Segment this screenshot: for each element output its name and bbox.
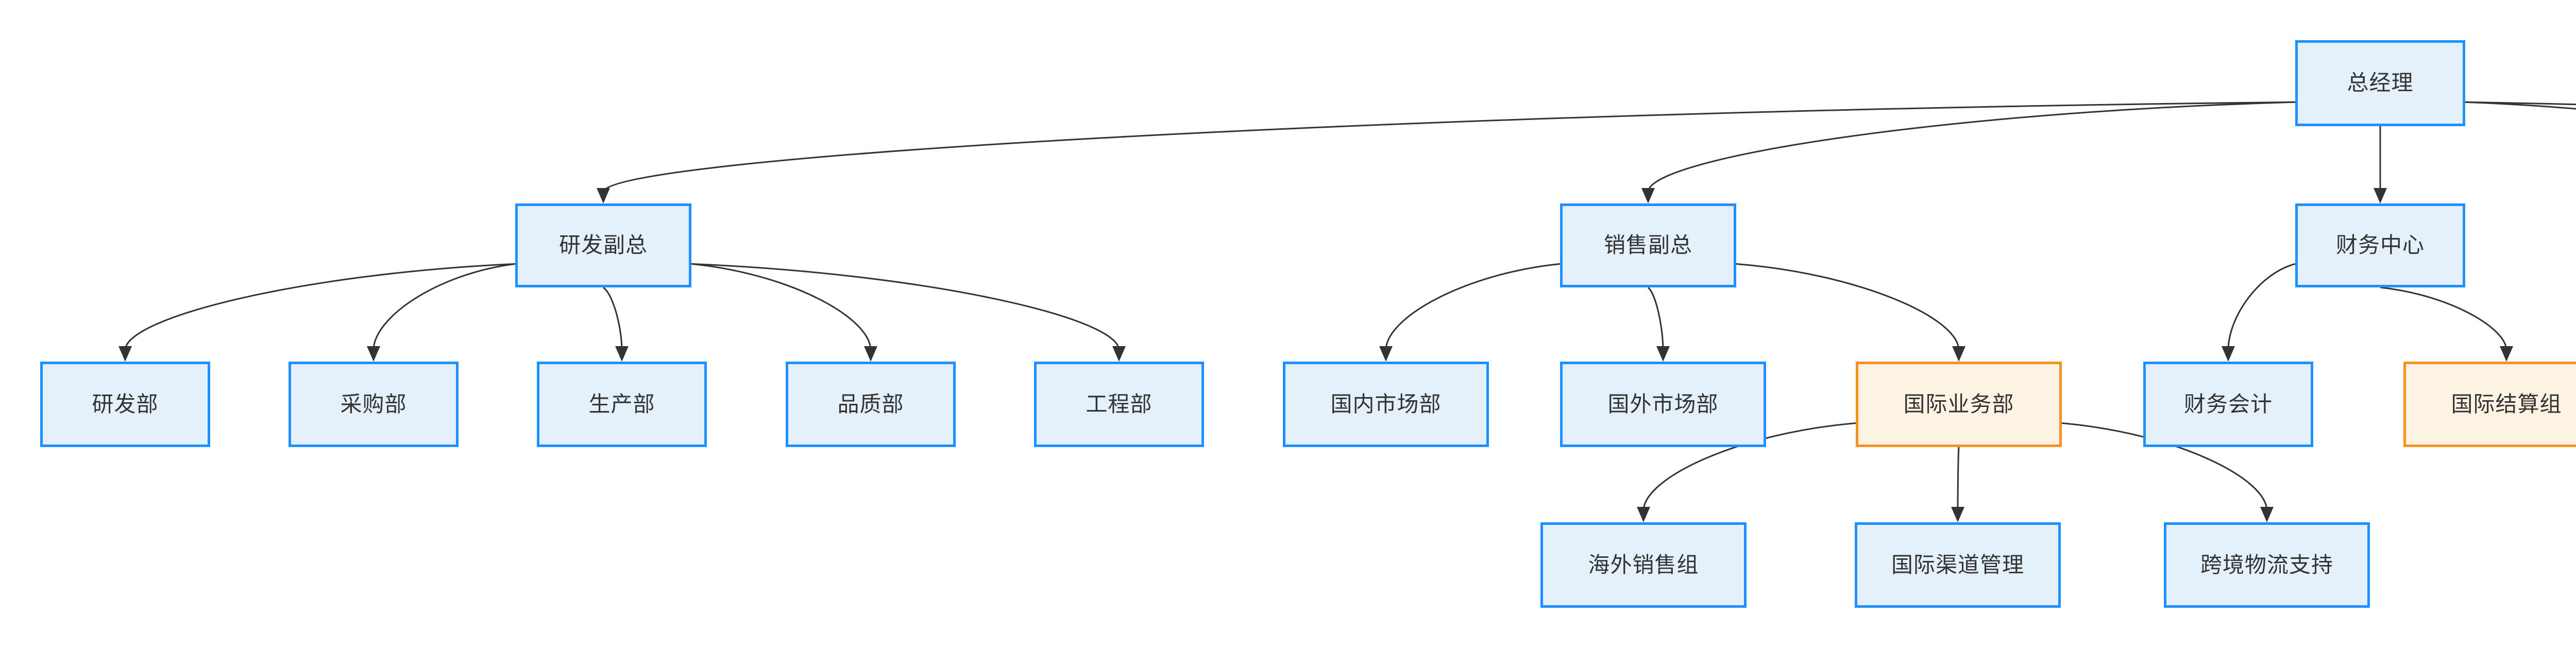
org-node-intl_biz[interactable]: 国际业务部 [1856, 362, 2062, 447]
org-edge-arrow-sales_vp-to-dom_market [1379, 346, 1393, 362]
org-node-label: 财务中心 [2335, 233, 2425, 258]
org-edge-arrow-sales_vp-to-intl_biz [1952, 346, 1965, 362]
org-node-rd_vp[interactable]: 研发副总 [515, 203, 691, 287]
org-node-dom_market[interactable]: 国内市场部 [1283, 362, 1489, 447]
org-node-label: 国内市场部 [1330, 391, 1442, 416]
org-edge-arrow-rd_vp-to-rd_dept [118, 346, 132, 362]
org-edge-gm-to-admin_hr [2465, 101, 2576, 110]
org-edge-arrow-intl_biz-to-overseas_sales [1637, 507, 1650, 522]
org-node-label: 国际业务部 [1903, 391, 2014, 416]
org-node-label: 跨境物流支持 [2200, 552, 2333, 577]
org-edge-arrow-rd_vp-to-production [615, 346, 629, 362]
org-edge-gm-to-strategy [2465, 101, 2576, 106]
org-node-cross_logi[interactable]: 跨境物流支持 [2164, 522, 2370, 608]
org-node-label: 海外销售组 [1588, 552, 1699, 577]
org-edge-arrow-intl_biz-to-intl_channel [1951, 507, 1964, 522]
org-edge-rd_vp-to-production [603, 286, 623, 351]
org-node-label: 总经理 [2347, 71, 2414, 95]
org-edge-intl_biz-to-intl_channel [1957, 447, 1960, 511]
org-node-label: 生产部 [588, 391, 655, 416]
org-edge-arrow-gm-to-finance_ctr [2374, 188, 2387, 203]
org-edge-arrow-rd_vp-to-quality [864, 346, 877, 362]
org-node-label: 财务会计 [2183, 391, 2273, 416]
org-node-quality[interactable]: 品质部 [786, 362, 956, 447]
org-node-production[interactable]: 生产部 [537, 362, 707, 447]
org-edge-rd_vp-to-quality [691, 263, 872, 351]
org-edge-arrow-finance_ctr-to-fin_acct [2222, 346, 2235, 362]
org-edge-sales_vp-to-dom_market [1385, 263, 1561, 351]
org-node-engineering[interactable]: 工程部 [1034, 362, 1204, 447]
org-edge-finance_ctr-to-intl_settle [2380, 286, 2507, 351]
org-edge-sales_vp-to-intl_market [1647, 286, 1664, 351]
org-edge-arrow-finance_ctr-to-intl_settle [2500, 346, 2513, 362]
org-node-label: 国际结算组 [2451, 391, 2562, 416]
org-edge-arrow-gm-to-rd_vp [597, 188, 610, 203]
org-edge-rd_vp-to-rd_dept [124, 263, 516, 351]
org-node-label: 研发副总 [558, 233, 648, 258]
org-node-rd_dept[interactable]: 研发部 [40, 362, 210, 447]
org-node-sales_vp[interactable]: 销售副总 [1560, 203, 1736, 287]
org-edge-arrow-gm-to-sales_vp [1641, 188, 1655, 203]
org-node-label: 国际渠道管理 [1891, 552, 2024, 577]
org-node-overseas_sales[interactable]: 海外销售组 [1540, 522, 1747, 608]
org-node-fin_acct[interactable]: 财务会计 [2143, 362, 2313, 447]
org-node-label: 采购部 [340, 391, 407, 416]
org-node-intl_settle[interactable]: 国际结算组 [2403, 362, 2576, 447]
org-edge-arrow-rd_vp-to-purchase [367, 346, 380, 362]
org-node-intl_market[interactable]: 国外市场部 [1560, 362, 1766, 447]
org-node-purchase[interactable]: 采购部 [289, 362, 459, 447]
org-edge-sales_vp-to-intl_biz [1736, 263, 1960, 351]
org-edge-rd_vp-to-engineering [691, 263, 1120, 351]
org-node-label: 国外市场部 [1607, 391, 1719, 416]
org-node-label: 研发部 [92, 391, 159, 416]
org-edge-arrow-rd_vp-to-engineering [1112, 346, 1126, 362]
org-edge-gm-to-sales_vp [1647, 101, 2296, 193]
org-edge-finance_ctr-to-fin_acct [2227, 263, 2296, 351]
org-edge-arrow-sales_vp-to-intl_market [1656, 346, 1670, 362]
org-node-label: 销售副总 [1603, 233, 1692, 258]
org-edge-rd_vp-to-purchase [372, 263, 516, 351]
org-node-intl_channel[interactable]: 国际渠道管理 [1855, 522, 2061, 608]
org-node-label: 工程部 [1086, 391, 1153, 416]
org-node-gm[interactable]: 总经理 [2295, 40, 2465, 126]
org-edge-arrow-intl_biz-to-cross_logi [2260, 507, 2274, 522]
org-node-label: 品质部 [837, 391, 904, 416]
org-node-finance_ctr[interactable]: 财务中心 [2295, 203, 2465, 287]
org-edge-gm-to-rd_vp [602, 101, 2296, 193]
